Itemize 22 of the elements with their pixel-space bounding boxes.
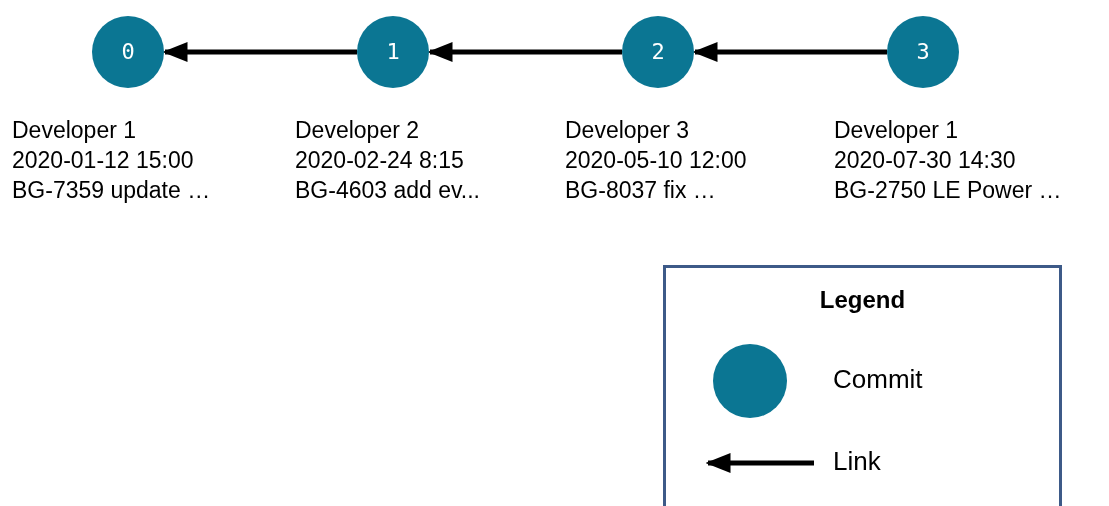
legend-label: Link [833, 446, 881, 477]
legend-title: Legend [818, 286, 907, 314]
commit-info: 2020-07-30 14:30 [834, 146, 1016, 175]
commit-info: 2020-05-10 12:00 [565, 146, 747, 175]
commit-info: Developer 1 [12, 116, 137, 145]
commit-info: BG-4603 add ev... [295, 176, 480, 205]
commit-number: 1 [386, 41, 400, 63]
commit-info: 2020-01-12 15:00 [12, 146, 194, 175]
commit-number: 3 [916, 41, 930, 63]
commit-info: BG-7359 update … [12, 176, 211, 205]
arrow [692, 42, 887, 62]
commit-number: 0 [121, 41, 135, 63]
commit-info: Developer 3 [565, 116, 690, 145]
legend-label: Commit [833, 364, 923, 395]
commit-info: 2020-02-24 8:15 [295, 146, 464, 175]
commit-info: Developer 2 [295, 116, 420, 145]
commit-number: 2 [651, 41, 665, 63]
commit-info: BG-8037 fix … [565, 176, 716, 205]
arrow [427, 42, 622, 62]
commit-info: BG-2750 LE Power … [834, 176, 1062, 205]
arrow [162, 42, 357, 62]
commit-info: Developer 1 [834, 116, 959, 145]
